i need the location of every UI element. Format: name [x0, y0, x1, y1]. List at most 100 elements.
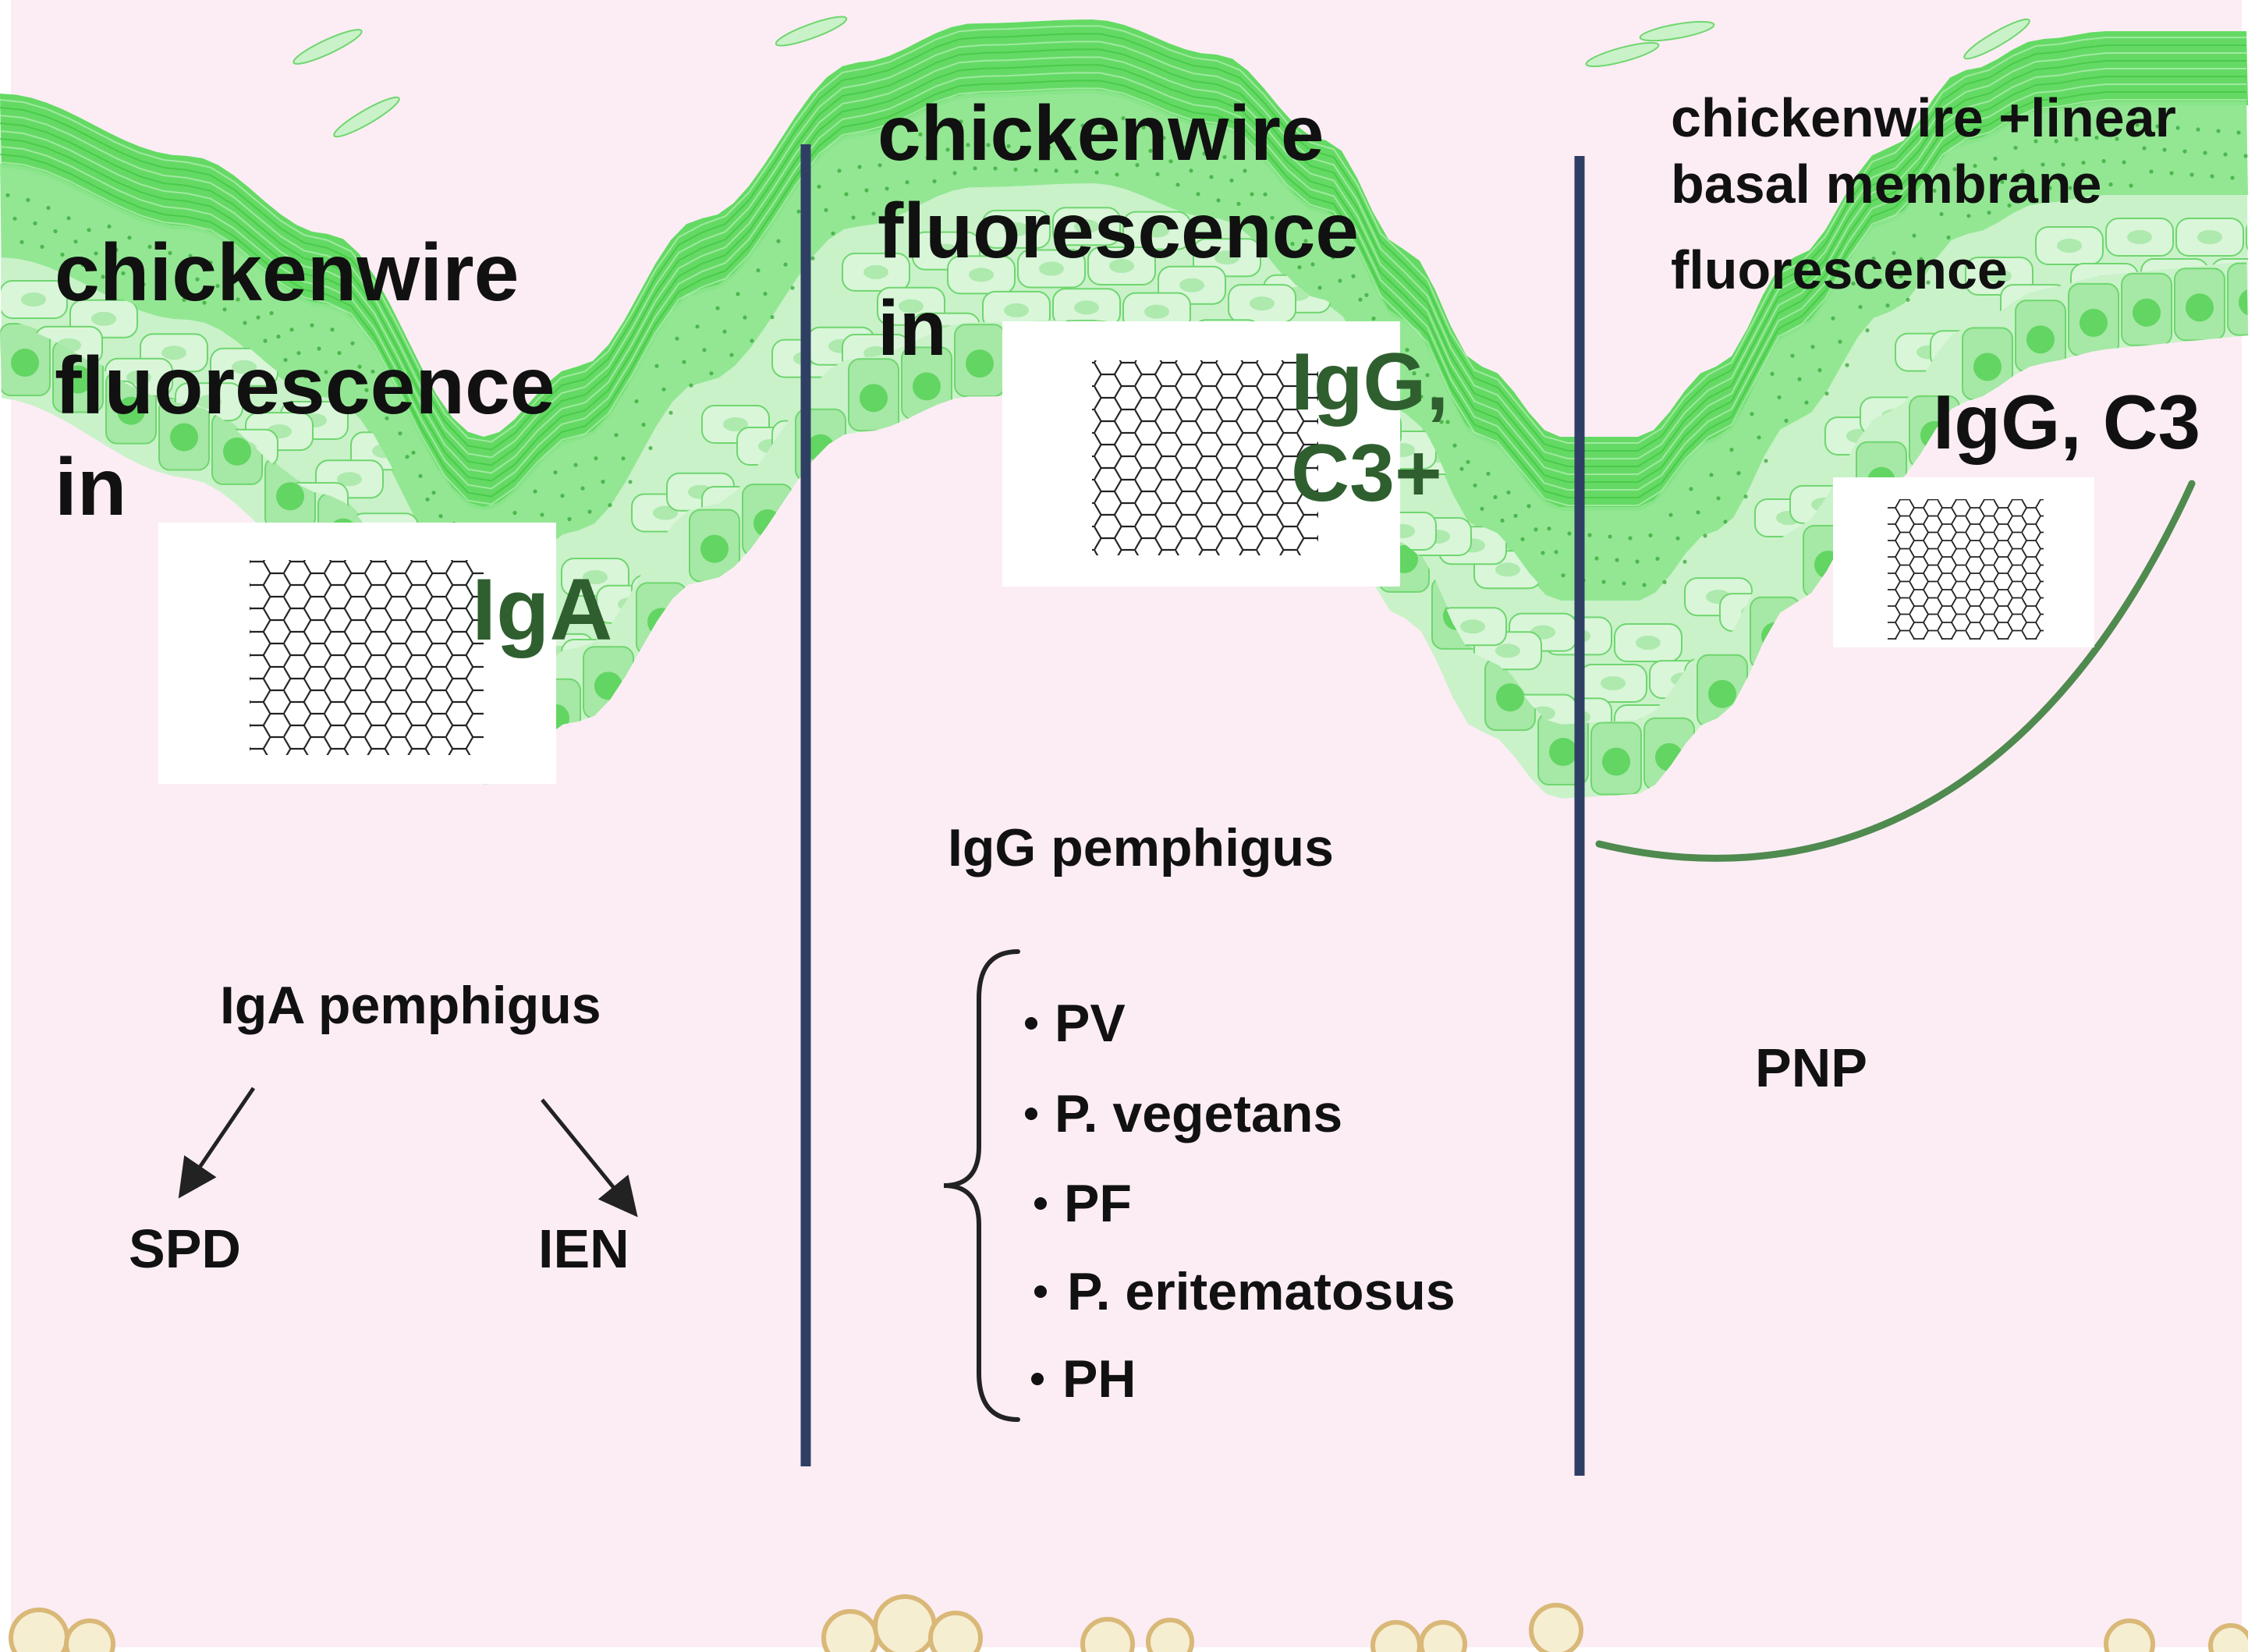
keratohyalin-granule	[66, 216, 71, 221]
cell-nucleus	[1987, 269, 2012, 283]
keratohyalin-granule	[2196, 127, 2200, 132]
cell-nucleus	[161, 346, 186, 360]
keratohyalin-granule	[1993, 156, 1998, 161]
subtype-spd: SPD	[129, 1218, 241, 1279]
keratohyalin-granule	[243, 321, 247, 325]
panel1-immune-label: IgA	[472, 561, 612, 658]
keratohyalin-granule	[1567, 531, 1572, 536]
bullet	[1034, 1197, 1047, 1210]
keratohyalin-granule	[2236, 130, 2241, 135]
fat-cell	[1419, 1620, 1467, 1652]
keratohyalin-granule	[1459, 466, 1464, 471]
cell-nucleus	[197, 395, 222, 409]
keratohyalin-granule	[898, 157, 902, 161]
keratohyalin-granule	[1216, 198, 1221, 203]
keratohyalin-granule	[26, 197, 30, 202]
keratohyalin-granule	[1047, 145, 1051, 150]
cell-nucleus	[653, 505, 678, 520]
keratohyalin-granule	[1425, 373, 1430, 378]
keratohyalin-granule	[1966, 214, 1971, 218]
keratohyalin-granule	[1513, 513, 1518, 518]
keratohyalin-granule	[425, 497, 430, 502]
cell-nucleus	[1496, 683, 1524, 712]
keratohyalin-granule	[1060, 122, 1065, 127]
panel3-heading-line3: fluorescence	[1671, 239, 2008, 300]
keratohyalin-granule	[634, 399, 639, 404]
keratohyalin-granule	[438, 514, 443, 519]
keratohyalin-granule	[925, 155, 930, 160]
keratohyalin-granule	[817, 184, 821, 189]
keratohyalin-granule	[1628, 536, 1633, 541]
keratohyalin-granule	[418, 473, 423, 478]
keratohyalin-granule	[2210, 174, 2214, 179]
keratohyalin-granule	[303, 374, 308, 379]
keratohyalin-granule	[121, 271, 126, 275]
keratohyalin-granule	[1987, 211, 1991, 215]
keratohyalin-granule	[952, 171, 957, 175]
keratohyalin-granule	[1871, 257, 1876, 261]
keratohyalin-granule	[40, 244, 44, 249]
keratohyalin-granule	[1155, 172, 1160, 176]
keratohyalin-granule	[1675, 536, 1680, 541]
chickenwire-pattern-iga	[250, 560, 484, 755]
keratohyalin-granule	[756, 268, 761, 273]
keratohyalin-granule	[743, 315, 747, 320]
keratohyalin-granule	[878, 163, 882, 168]
keratohyalin-granule	[682, 360, 686, 364]
keratohyalin-granule	[1858, 304, 1863, 310]
keratohyalin-granule	[1364, 292, 1369, 297]
keratohyalin-granule	[750, 339, 754, 343]
keratohyalin-granule	[2033, 139, 2038, 144]
keratohyalin-granule	[1405, 348, 1409, 353]
keratohyalin-granule	[938, 124, 943, 129]
keratohyalin-granule	[2074, 137, 2079, 142]
keratohyalin-granule	[2027, 192, 2032, 197]
keratohyalin-granule	[1168, 159, 1173, 164]
keratohyalin-granule	[1689, 487, 1693, 491]
keratohyalin-granule	[1121, 116, 1126, 121]
skin-flakes	[293, 16, 2030, 138]
cell-nucleus	[2127, 230, 2152, 244]
keratohyalin-granule	[1851, 281, 1856, 286]
panel-pnp: chickenwire +linear basal membrane fluor…	[1671, 87, 2200, 1098]
cell-nucleus	[2186, 293, 2214, 322]
keratohyalin-granule	[783, 262, 788, 267]
keratohyalin-granule	[1716, 496, 1721, 501]
keratohyalin-granule	[1141, 125, 1146, 129]
keratohyalin-granule	[1912, 233, 1916, 238]
fat-cell	[821, 1609, 879, 1652]
keratohyalin-granule	[1946, 235, 1951, 240]
keratohyalin-granule	[33, 221, 37, 225]
keratohyalin-granule	[1202, 151, 1207, 156]
keratohyalin-granule	[702, 348, 707, 353]
keratohyalin-granule	[431, 491, 436, 495]
panel2-heading-line1: chickenwire	[878, 90, 1324, 177]
cell-nucleus	[1250, 296, 1275, 311]
keratohyalin-granule	[1371, 316, 1376, 321]
keratohyalin-granule	[2081, 161, 2086, 165]
subcutaneous-fat-cells	[9, 1594, 2248, 1652]
keratohyalin-granule	[2142, 146, 2147, 151]
chickenwire-pattern-pnp	[1888, 499, 2044, 640]
keratohyalin-granule	[378, 392, 382, 397]
keratohyalin-granule	[208, 261, 213, 265]
keratohyalin-granule	[236, 297, 240, 302]
epidermis-band	[0, 90, 2248, 601]
keratohyalin-granule	[1885, 303, 1890, 308]
keratohyalin-granule	[2169, 171, 2174, 175]
cell-nucleus	[2133, 298, 2161, 327]
keratohyalin-granule	[1703, 534, 1707, 538]
keratohyalin-granule	[1094, 170, 1099, 175]
keratohyalin-granule	[1209, 175, 1214, 179]
keratohyalin-granule	[973, 166, 977, 171]
cell-nucleus	[2026, 325, 2055, 354]
keratohyalin-granule	[1182, 145, 1186, 150]
keratohyalin-granule	[2020, 168, 2025, 174]
keratohyalin-granule	[1236, 201, 1241, 206]
keratohyalin-granule	[1810, 345, 1815, 349]
cell-nucleus	[2057, 239, 2082, 253]
keratohyalin-granule	[993, 166, 998, 171]
keratohyalin-granule	[892, 210, 896, 214]
keratohyalin-granule	[1973, 164, 1977, 168]
keratohyalin-granule	[1128, 140, 1133, 144]
